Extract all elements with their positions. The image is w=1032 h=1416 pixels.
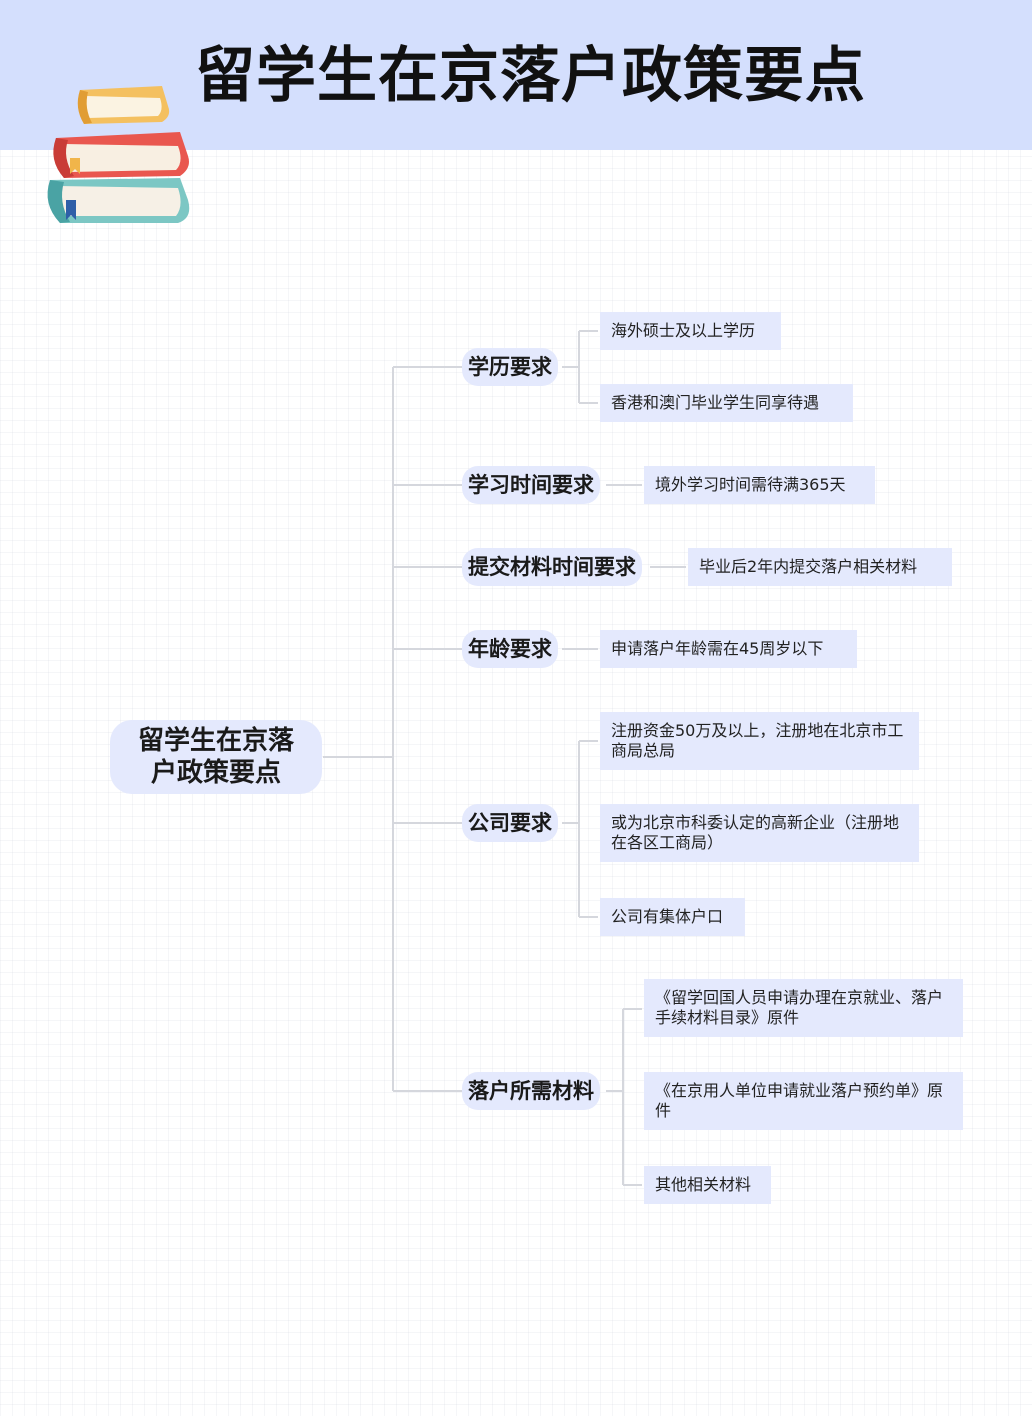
leaf-materials-3: 其他相关材料 [644, 1166, 771, 1204]
leaf-company-1: 注册资金50万及以上，注册地在北京市工商局总局 [600, 712, 919, 770]
branch-company: 公司要求 [462, 804, 558, 842]
leaf-materials-2: 《在京用人单位申请就业落户预约单》原件 [644, 1072, 963, 1130]
leaf-education-2: 香港和澳门毕业学生同享待遇 [600, 384, 853, 422]
leaf-study-time-1: 境外学习时间需待满365天 [644, 466, 875, 504]
root-node: 留学生在京落户政策要点 [110, 720, 322, 794]
leaf-submission-time-1: 毕业后2年内提交落户相关材料 [688, 548, 952, 586]
leaf-education-1: 海外硕士及以上学历 [600, 312, 781, 350]
branch-education: 学历要求 [462, 348, 558, 386]
page-title: 留学生在京落户政策要点 [195, 41, 866, 111]
root-node-label: 留学生在京落户政策要点 [137, 726, 294, 788]
branch-materials: 落户所需材料 [462, 1072, 600, 1110]
leaf-age-1: 申请落户年龄需在45周岁以下 [600, 630, 857, 668]
header-banner: 留学生在京落户政策要点 [0, 0, 1032, 150]
branch-submission-time: 提交材料时间要求 [462, 548, 642, 586]
books-stack-icon [47, 86, 190, 223]
branch-age: 年龄要求 [462, 630, 558, 668]
leaf-materials-1: 《留学回国人员申请办理在京就业、落户手续材料目录》原件 [644, 979, 963, 1037]
leaf-company-3: 公司有集体户口 [600, 898, 745, 936]
leaf-company-2: 或为北京市科委认定的高新企业（注册地在各区工商局） [600, 804, 919, 862]
branch-study-time: 学习时间要求 [462, 466, 600, 504]
